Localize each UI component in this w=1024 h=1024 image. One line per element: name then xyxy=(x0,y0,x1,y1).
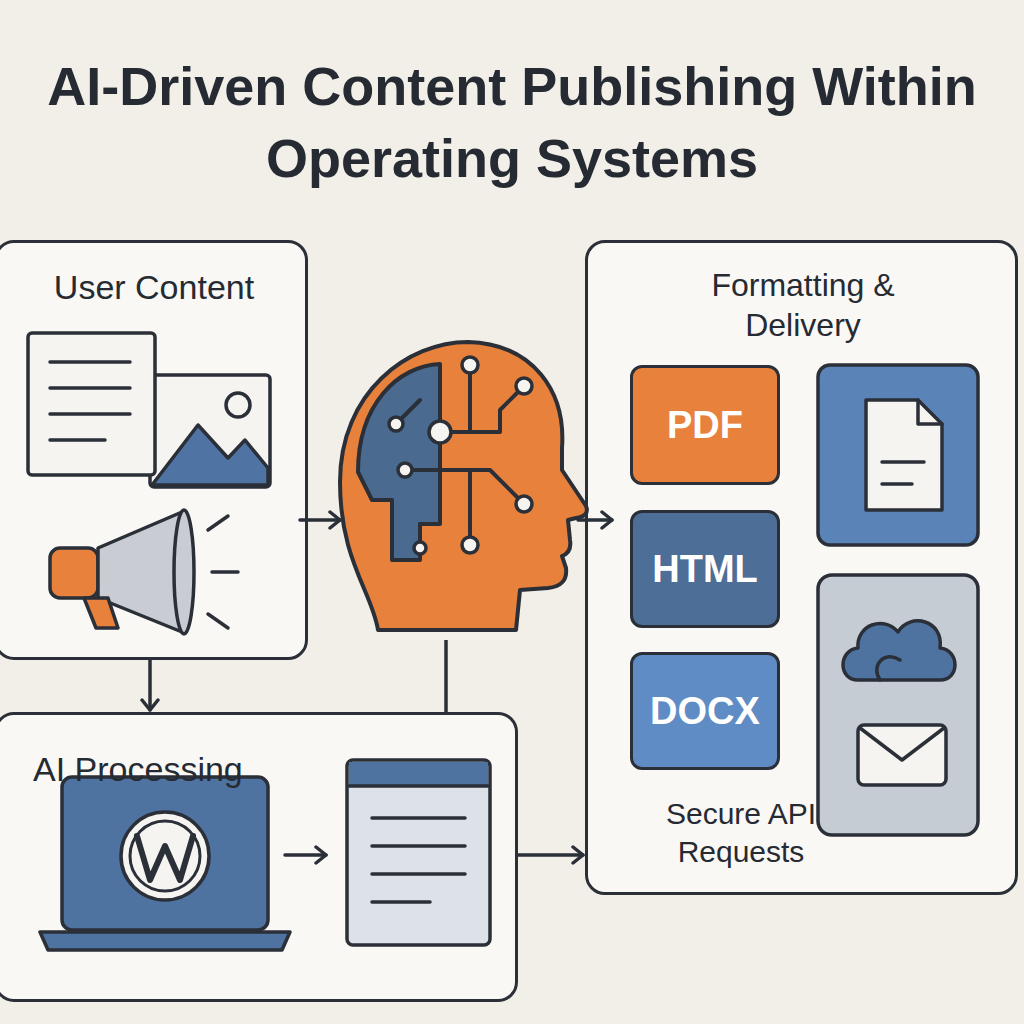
flow-arrow xyxy=(148,660,152,710)
panel-fill xyxy=(0,240,308,660)
window-icon xyxy=(347,760,490,945)
flow-arrow xyxy=(518,853,583,857)
box-label: Formatting & Delivery xyxy=(668,265,938,345)
document-tile xyxy=(818,365,978,545)
box-label: User Content xyxy=(7,267,301,308)
megaphone-icon xyxy=(50,510,238,634)
panel-fill xyxy=(0,712,518,1002)
diagram-title: AI-Driven Content Publishing Within Oper… xyxy=(12,50,1012,194)
format-chip: DOCX xyxy=(630,652,780,770)
box-label: HTML xyxy=(652,548,758,591)
flow-arrow xyxy=(285,853,326,857)
group-panel: User Content xyxy=(0,240,308,660)
cloud-mail-tile xyxy=(818,575,978,835)
box-label: DOCX xyxy=(650,690,760,733)
box-note: Secure API Requests xyxy=(626,795,856,870)
panel-fill xyxy=(585,240,1018,895)
flow-arrow xyxy=(578,518,612,522)
link-line xyxy=(444,640,448,712)
group-panel: Formatting & DeliverySecure API Requests… xyxy=(585,240,1018,895)
group-panel: AI Processing xyxy=(0,712,518,1002)
format-chip: HTML xyxy=(630,510,780,628)
laptop-icon xyxy=(40,777,290,950)
ai-head-icon xyxy=(340,342,587,630)
document-icon xyxy=(28,333,155,475)
box-label: AI Processing xyxy=(33,749,473,790)
format-chip: PDF xyxy=(630,365,780,485)
image-icon xyxy=(150,375,270,487)
box-label: PDF xyxy=(667,404,743,447)
